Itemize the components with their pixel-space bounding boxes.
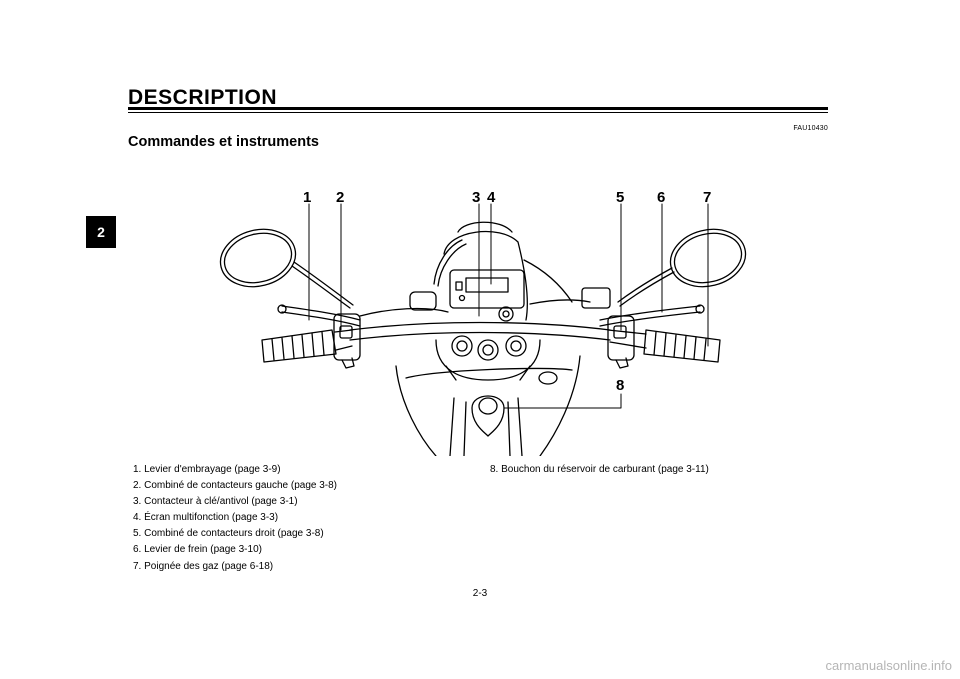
handlebar-controls-illustration: 1 2 3 4 5 6 7 8 [219,189,747,456]
legend-item: 6. Levier de frein (page 3-10) [133,544,262,556]
left-mirror [219,228,354,309]
callout-3: 3 [472,189,480,206]
legend-item: 8. Bouchon du réservoir de carburant (pa… [490,464,709,475]
control-cables [359,239,591,317]
watermark: carmanualsonline.info [825,658,952,673]
legend-list-left: 1. Levier d'embrayage (page 3-9) 2. Comb… [133,462,337,575]
callout-2: 2 [336,189,344,206]
legend-list-right: 8. Bouchon du réservoir de carburant (pa… [490,462,709,478]
brake-reservoir [581,287,611,309]
left-switch-housing [333,313,361,369]
chapter-tab: 2 [86,216,116,248]
legend-item: 7. Poignée des gaz (page 6-18) [133,560,274,572]
callout-6: 6 [657,189,665,206]
brake-lever [599,304,705,327]
callout-1: 1 [303,189,311,206]
clutch-lever [277,304,361,327]
triple-clamp [435,335,558,385]
callout-5: 5 [616,189,624,206]
callout-4: 4 [487,189,496,206]
legend-item: 1. Levier d'embrayage (page 3-9) [133,464,281,475]
callout-7: 7 [703,189,711,206]
page-number: 2-3 [472,588,488,599]
legend-item: 5. Combiné de contacteurs droit (page 3-… [133,528,324,540]
section-title: DESCRIPTION [128,86,278,109]
legend-item: 3. Contacteur à clé/antivol (page 3-1) [133,496,298,508]
right-grip [643,329,721,363]
right-mirror [617,228,747,307]
headlight-cowl [443,221,528,321]
multifunction-display [449,269,525,309]
fuel-tank [395,355,581,456]
callout-leader-lines [308,203,709,409]
header-rule-thin [128,112,828,113]
chapter-tab-number: 2 [97,224,105,240]
callout-8: 8 [616,377,624,394]
fuel-tank-cap [471,395,505,437]
page-subtitle: Commandes et instruments [128,134,319,150]
header-rule-thick [128,107,828,110]
legend-item: 4. Écran multifonction (page 3-3) [133,512,279,524]
callout-numbers: 1 2 3 4 5 6 7 8 [303,189,711,394]
left-grip [261,329,337,363]
clutch-perch [409,291,437,311]
ignition-switch [498,306,514,322]
legend-item: 2. Combiné de contacteurs gauche (page 3… [133,480,338,492]
reference-code: FAU10430 [793,125,828,132]
